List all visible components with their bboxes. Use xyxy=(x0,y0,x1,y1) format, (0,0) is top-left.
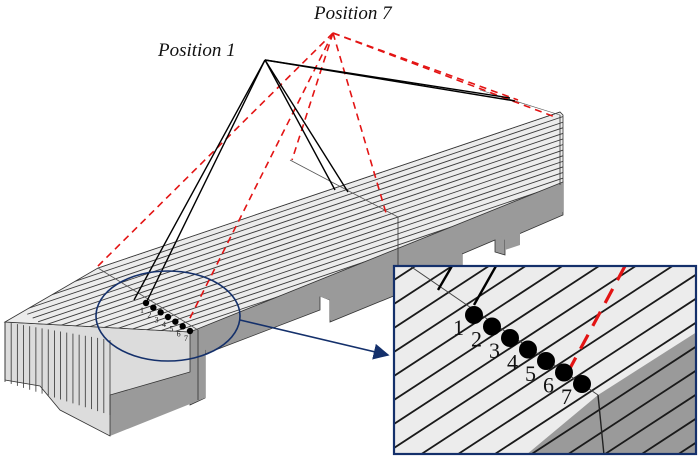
position-1-label: Position 1 xyxy=(157,40,236,61)
position-7-label: Position 7 xyxy=(313,3,393,24)
measurement-point-label: 1 xyxy=(140,306,144,315)
inset-groove-line xyxy=(640,417,696,454)
groove-line xyxy=(70,141,563,332)
measurement-point xyxy=(519,340,537,359)
groove-line xyxy=(81,148,563,332)
measurement-point-label: 6 xyxy=(177,329,181,338)
zoom-arrow xyxy=(239,319,390,360)
inset-groove-line xyxy=(566,369,696,454)
groove-line xyxy=(37,118,563,323)
inset-position-1-line xyxy=(436,266,454,291)
measurement-point xyxy=(555,363,573,382)
measurement-point xyxy=(157,309,164,316)
measurement-point xyxy=(186,327,194,335)
measurement-point xyxy=(573,375,591,393)
measurement-point xyxy=(150,304,157,311)
measurement-point-label: 7 xyxy=(561,384,572,409)
inset-groove-line xyxy=(394,266,675,449)
slab-side-face-main xyxy=(110,182,563,436)
measurement-point xyxy=(483,317,501,336)
position-1-lines xyxy=(133,59,516,304)
measurement-point xyxy=(172,318,179,325)
groove-line xyxy=(32,114,563,319)
measurement-point-label: 1 xyxy=(453,315,464,340)
inset-groove-line xyxy=(394,266,454,305)
groove-line xyxy=(43,122,563,326)
inset-groove-line xyxy=(394,266,564,377)
inset-groove-line xyxy=(394,266,491,329)
groove-line xyxy=(10,112,563,304)
measurement-point-label: 2 xyxy=(471,327,482,352)
highlight-ellipse xyxy=(95,270,241,362)
measurement-point-label: 7 xyxy=(184,334,188,343)
inset-grooves xyxy=(394,266,696,454)
groove-line xyxy=(64,137,563,332)
inset-groove-line xyxy=(456,297,696,454)
inset-groove-line xyxy=(530,345,696,454)
inset-groove-line xyxy=(603,393,696,454)
measurement-point-label: 4 xyxy=(507,350,518,375)
inset-border xyxy=(392,264,698,456)
inset-joint xyxy=(597,394,605,454)
measurement-point-label: 5 xyxy=(525,361,536,386)
inset-side-face xyxy=(527,332,696,454)
inset-groove-line xyxy=(394,266,528,353)
groove-line xyxy=(54,129,563,332)
measurement-point-label: 3 xyxy=(155,315,159,324)
inset-groove-line xyxy=(394,266,638,425)
groove-line xyxy=(75,144,563,332)
measurement-point-label: 5 xyxy=(169,325,173,334)
measurement-point-label: 2 xyxy=(147,311,151,320)
inset-groove-line xyxy=(394,266,601,401)
measurement-point xyxy=(501,329,519,347)
end-grooves xyxy=(4,322,111,415)
inset-groove-line xyxy=(419,273,696,454)
inset-position-1-line xyxy=(472,266,498,306)
slab xyxy=(3,89,564,437)
inset-position-7-line xyxy=(566,266,627,373)
measurement-point-label: 6 xyxy=(543,373,554,398)
groove-line xyxy=(5,112,563,300)
groove-line xyxy=(16,112,563,308)
measurement-point xyxy=(164,313,172,321)
measurement-point-label: 3 xyxy=(489,338,500,363)
measurement-point-label: 4 xyxy=(162,320,166,329)
measurement-point xyxy=(465,306,483,324)
inset-groove-line xyxy=(493,321,696,454)
segment-joint xyxy=(289,159,399,218)
groove-line xyxy=(21,112,563,311)
measurement-point xyxy=(179,323,186,330)
groove-line xyxy=(27,112,563,315)
position-7-lines xyxy=(95,32,556,323)
measurement-point xyxy=(537,352,555,370)
measurement-point xyxy=(142,299,150,307)
